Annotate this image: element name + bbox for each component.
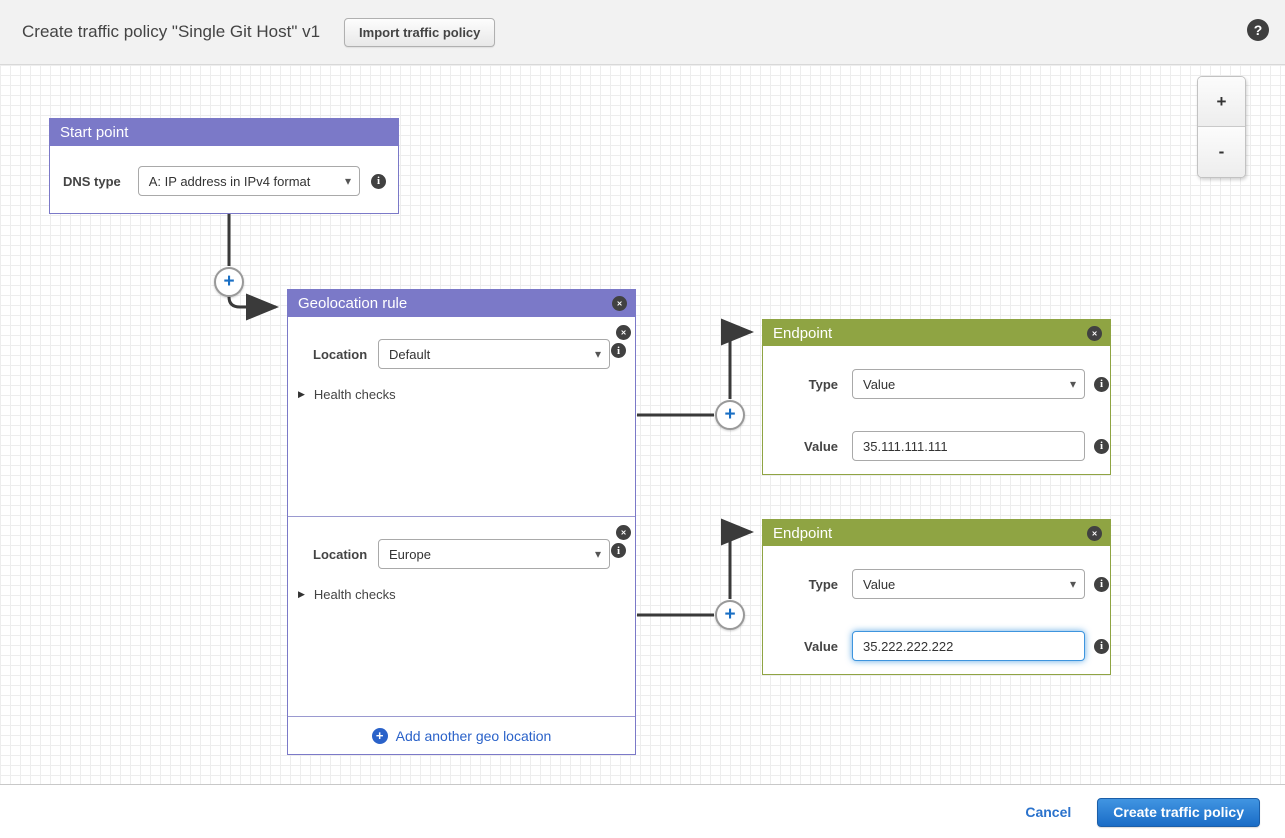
chevron-down-icon: ▾ bbox=[1069, 377, 1076, 391]
help-icon[interactable]: ? bbox=[1247, 19, 1269, 41]
dns-type-label: DNS type bbox=[63, 173, 121, 189]
start-point-node: Start point DNS type A: IP address in IP… bbox=[49, 118, 399, 214]
insert-rule-connector-button[interactable]: + bbox=[214, 267, 244, 297]
geo-location-section-europe: ✕ i Location Europe ▾ ▶ Health checks bbox=[288, 517, 635, 717]
import-traffic-policy-button[interactable]: Import traffic policy bbox=[344, 17, 496, 47]
value-label: Value bbox=[804, 438, 838, 454]
location-info-icon[interactable]: i bbox=[611, 343, 626, 358]
endpoint-type-row: Type Value ▾ i bbox=[763, 569, 1110, 599]
policy-editor-canvas[interactable]: + - + + + Start point DNS type A: IP add… bbox=[0, 65, 1285, 785]
geolocation-rule-header: Geolocation rule ✕ bbox=[288, 290, 635, 317]
location-select[interactable]: Default ▾ bbox=[378, 339, 610, 369]
endpoint-type-select[interactable]: Value ▾ bbox=[852, 569, 1085, 599]
type-info-icon[interactable]: i bbox=[1094, 576, 1109, 592]
add-plus-icon: + bbox=[371, 727, 388, 744]
type-info-icon[interactable]: i bbox=[1094, 376, 1109, 392]
geolocation-rule-node: Geolocation rule ✕ ✕ i Location Default … bbox=[287, 289, 636, 755]
insert-rule-connector-button[interactable]: + bbox=[715, 600, 745, 630]
plus-icon: + bbox=[724, 604, 736, 625]
plus-icon: + bbox=[223, 271, 235, 292]
chevron-down-icon: ▾ bbox=[1069, 577, 1076, 591]
geolocation-rule-title: Geolocation rule bbox=[298, 295, 408, 312]
add-geo-location-label: Add another geo location bbox=[395, 727, 552, 744]
create-traffic-policy-button[interactable]: Create traffic policy bbox=[1097, 797, 1260, 827]
endpoint-value-row: Value i bbox=[763, 431, 1110, 461]
location-row: Location Europe ▾ bbox=[313, 539, 610, 569]
cancel-link[interactable]: Cancel bbox=[1025, 804, 1072, 820]
health-checks-label: Health checks bbox=[313, 587, 396, 602]
endpoint-node-2: Endpoint ✕ Type Value ▾ i Value i bbox=[762, 519, 1111, 675]
canvas-zoom-controls: + - bbox=[1197, 76, 1246, 178]
health-checks-label: Health checks bbox=[313, 387, 396, 402]
endpoint-node-1: Endpoint ✕ Type Value ▾ i Value i bbox=[762, 319, 1111, 475]
chevron-down-icon: ▾ bbox=[594, 547, 601, 561]
plus-glyph: + bbox=[375, 728, 384, 743]
close-glyph: ✕ bbox=[616, 300, 623, 308]
chevron-down-icon: ▾ bbox=[344, 174, 351, 188]
info-glyph: i bbox=[1099, 578, 1104, 590]
location-info-icon[interactable]: i bbox=[611, 543, 626, 558]
close-glyph: ✕ bbox=[1091, 530, 1098, 538]
chevron-down-icon: ▾ bbox=[594, 347, 601, 361]
top-bar: Create traffic policy "Single Git Host" … bbox=[0, 0, 1285, 65]
plus-icon: + bbox=[724, 404, 736, 425]
triangle-right-icon: ▶ bbox=[298, 589, 305, 599]
health-checks-expander[interactable]: ▶ Health checks bbox=[298, 387, 396, 402]
info-glyph: i bbox=[1099, 640, 1104, 652]
info-glyph: i bbox=[616, 544, 621, 557]
footer-bar: Cancel Create traffic policy bbox=[0, 786, 1285, 838]
add-geo-location-link[interactable]: + Add another geo location bbox=[288, 717, 635, 754]
zoom-in-button[interactable]: + bbox=[1198, 77, 1245, 127]
start-point-body: DNS type A: IP address in IPv4 format ▾ … bbox=[50, 146, 398, 196]
connector-lines bbox=[227, 214, 754, 617]
start-point-title: Start point bbox=[60, 124, 129, 141]
endpoint-value-row: Value i bbox=[763, 631, 1110, 661]
triangle-right-icon: ▶ bbox=[298, 389, 305, 399]
dns-type-selected-value: A: IP address in IPv4 format bbox=[148, 173, 311, 189]
endpoint-header: Endpoint ✕ bbox=[763, 320, 1110, 346]
dns-type-info-icon[interactable]: i bbox=[371, 173, 386, 189]
endpoint-type-selected-value: Value bbox=[863, 376, 896, 392]
zoom-out-button[interactable]: - bbox=[1198, 127, 1245, 177]
close-icon[interactable]: ✕ bbox=[1087, 526, 1102, 541]
type-label: Type bbox=[808, 376, 838, 392]
close-icon[interactable]: ✕ bbox=[612, 296, 627, 311]
location-select[interactable]: Europe ▾ bbox=[378, 539, 610, 569]
insert-rule-connector-button[interactable]: + bbox=[715, 400, 745, 430]
location-selected-value: Default bbox=[389, 346, 431, 362]
info-glyph: i bbox=[616, 344, 621, 357]
location-label: Location bbox=[313, 346, 368, 362]
close-icon[interactable]: ✕ bbox=[616, 525, 631, 540]
close-glyph: ✕ bbox=[1091, 330, 1098, 338]
endpoint-value-input[interactable] bbox=[852, 431, 1085, 461]
value-info-icon[interactable]: i bbox=[1094, 438, 1109, 454]
help-glyph: ? bbox=[1253, 22, 1263, 38]
health-checks-expander[interactable]: ▶ Health checks bbox=[298, 587, 396, 602]
close-glyph: ✕ bbox=[620, 529, 627, 537]
page-title: Create traffic policy "Single Git Host" … bbox=[22, 22, 321, 41]
endpoint-type-row: Type Value ▾ i bbox=[763, 369, 1110, 399]
close-icon[interactable]: ✕ bbox=[1087, 326, 1102, 341]
location-label: Location bbox=[313, 546, 368, 562]
endpoint-type-selected-value: Value bbox=[863, 576, 896, 592]
endpoint-title: Endpoint bbox=[773, 524, 833, 542]
info-glyph: i bbox=[376, 175, 381, 187]
dns-type-select[interactable]: A: IP address in IPv4 format ▾ bbox=[137, 166, 360, 196]
endpoint-type-select[interactable]: Value ▾ bbox=[852, 369, 1085, 399]
endpoint-header: Endpoint ✕ bbox=[763, 520, 1110, 546]
info-glyph: i bbox=[1099, 440, 1104, 452]
location-selected-value: Europe bbox=[389, 546, 431, 562]
geo-location-section-default: ✕ i Location Default ▾ ▶ Health checks bbox=[288, 317, 635, 517]
location-row: Location Default ▾ bbox=[313, 339, 610, 369]
endpoint-value-input-focused[interactable] bbox=[852, 631, 1085, 661]
endpoint-title: Endpoint bbox=[773, 324, 833, 342]
info-glyph: i bbox=[1099, 378, 1104, 390]
close-glyph: ✕ bbox=[620, 329, 627, 337]
start-point-header: Start point bbox=[50, 119, 398, 146]
close-icon[interactable]: ✕ bbox=[616, 325, 631, 340]
type-label: Type bbox=[808, 576, 838, 592]
value-info-icon[interactable]: i bbox=[1094, 638, 1109, 654]
value-label: Value bbox=[804, 638, 838, 654]
